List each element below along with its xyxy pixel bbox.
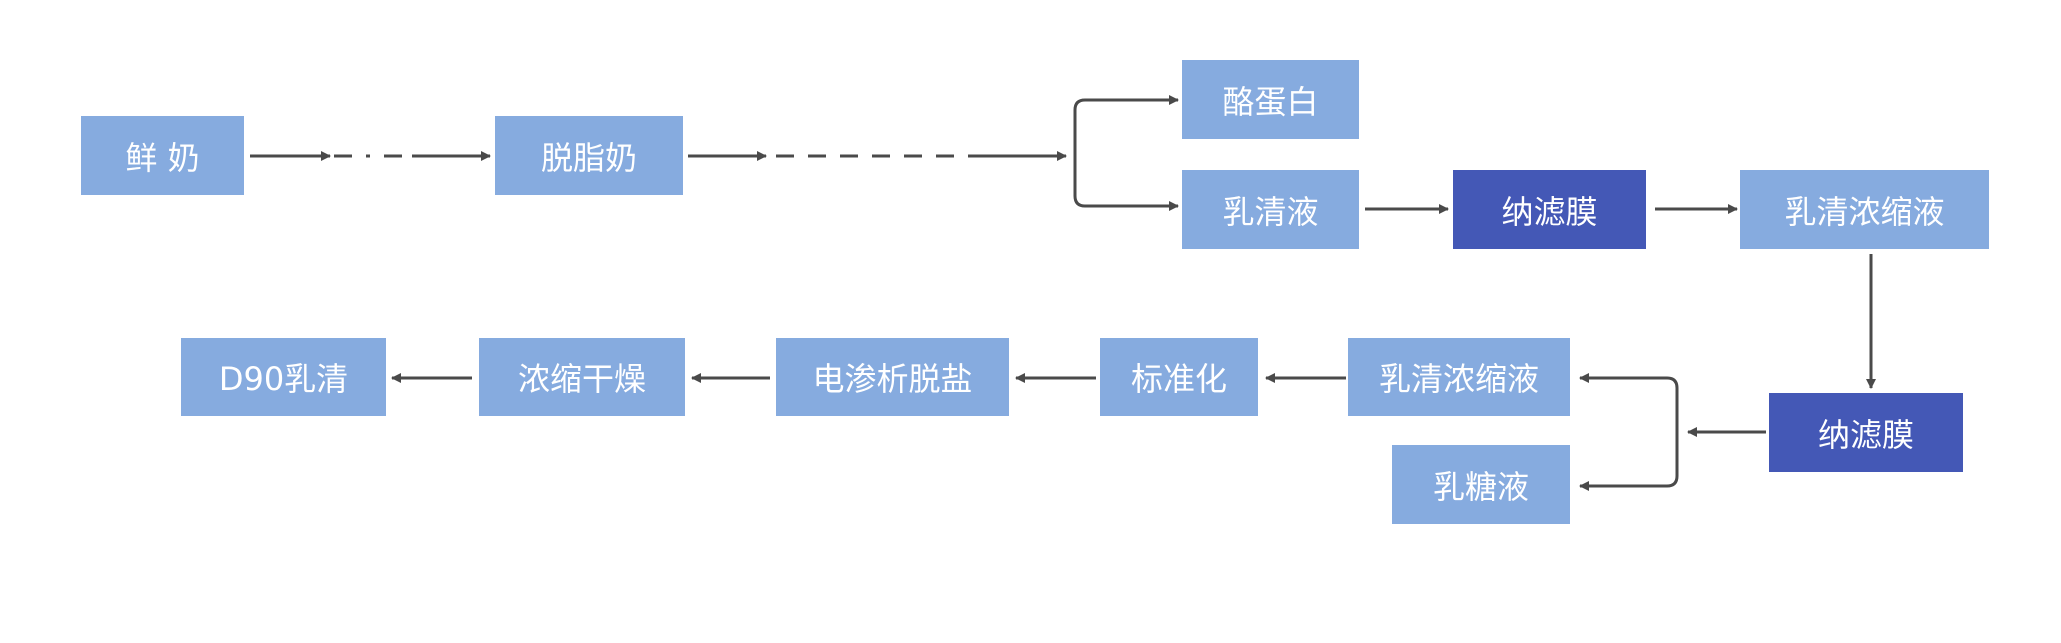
node-casein: 酪蛋白 bbox=[1182, 60, 1359, 139]
node-skim-milk: 脱脂奶 bbox=[495, 116, 683, 195]
node-nanofiltration-2: 纳滤膜 bbox=[1769, 393, 1963, 472]
node-fresh-milk: 鲜 奶 bbox=[81, 116, 244, 195]
node-electrodialysis: 电渗析脱盐 bbox=[776, 338, 1009, 416]
branch-bracket-top bbox=[1073, 95, 1179, 116]
split-bracket-top bbox=[1579, 373, 1679, 432]
branch-bracket-bottom bbox=[1073, 195, 1179, 211]
node-nanofiltration-1: 纳滤膜 bbox=[1453, 170, 1646, 249]
node-lactose: 乳糖液 bbox=[1392, 445, 1570, 524]
node-whey-concentrate-2: 乳清浓缩液 bbox=[1348, 338, 1570, 416]
node-concentrate-dry: 浓缩干燥 bbox=[479, 338, 685, 416]
node-d90-whey: D90乳清 bbox=[181, 338, 386, 416]
node-whey-concentrate-1: 乳清浓缩液 bbox=[1740, 170, 1989, 249]
node-whey: 乳清液 bbox=[1182, 170, 1359, 249]
node-standardization: 标准化 bbox=[1100, 338, 1258, 416]
split-bracket-bottom bbox=[1579, 432, 1679, 491]
